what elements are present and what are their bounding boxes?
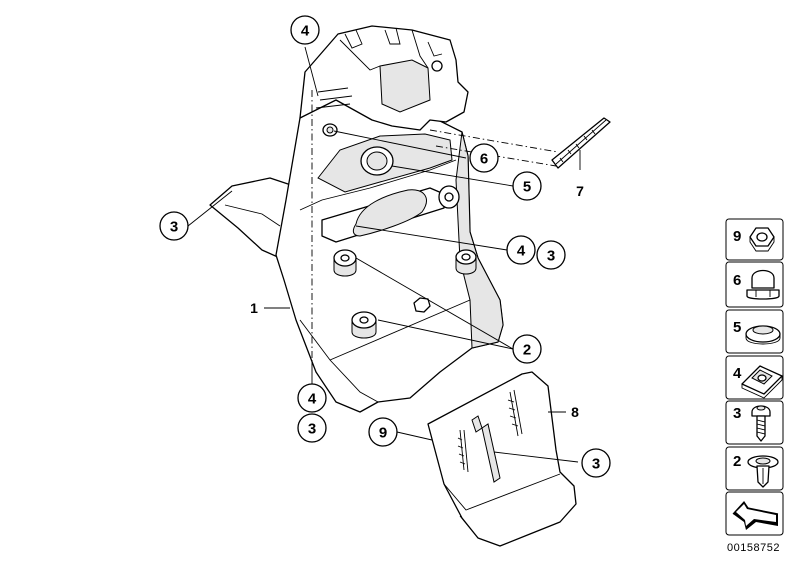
upper-bracket (299, 25, 469, 137)
speed-nut-icon (741, 365, 783, 399)
svg-text:3: 3 (547, 248, 555, 265)
callout-6: 6 (469, 143, 499, 173)
legend-item-9: 9 (725, 218, 784, 261)
svg-text:3: 3 (733, 405, 741, 422)
callout-4-middle: 4 (506, 235, 536, 265)
svg-text:4: 4 (517, 243, 526, 260)
cap-nut-icon (746, 269, 780, 300)
callout-4-bottom: 4 (297, 383, 327, 413)
callout-3-left: 3 (159, 211, 189, 241)
bushing-middle-right (455, 249, 477, 275)
grommet-on-body (360, 146, 394, 176)
bracket-mount-point (322, 123, 338, 137)
lower-extension-part (427, 371, 577, 547)
legend-item-5: 5 (725, 309, 784, 354)
svg-text:5: 5 (523, 179, 531, 196)
svg-text:5: 5 (733, 319, 741, 336)
svg-text:4: 4 (733, 365, 742, 382)
bushing-upper-right (438, 185, 460, 209)
svg-text:6: 6 (733, 272, 741, 289)
legend-item-3: 3 (725, 400, 784, 445)
bushing-lower (351, 311, 377, 339)
callout-5: 5 (512, 171, 542, 201)
grommet-icon (745, 325, 781, 345)
svg-text:6: 6 (480, 151, 488, 168)
svg-text:2: 2 (523, 342, 531, 359)
legend-item-2: 2 (725, 446, 784, 491)
callout-9: 9 (368, 417, 398, 447)
callout-3-middle: 3 (536, 240, 566, 270)
legend-item-6: 6 (725, 261, 784, 308)
legend-arrow-box (725, 491, 784, 536)
svg-text:3: 3 (592, 456, 600, 473)
svg-text:9: 9 (733, 228, 741, 245)
leader-lines (187, 46, 581, 463)
svg-text:3: 3 (170, 219, 178, 236)
legend-item-4: 4 (725, 355, 784, 400)
parts-legend: 9 6 5 (725, 218, 784, 536)
foam-strip-part (551, 117, 611, 169)
svg-text:4: 4 (301, 23, 310, 40)
callout-3-bottom: 3 (297, 413, 327, 443)
expanding-rivet-icon (747, 455, 779, 488)
label-8: 8 (571, 404, 579, 420)
label-7: 7 (576, 183, 584, 199)
svg-text:3: 3 (308, 421, 316, 438)
bushing-middle-left (333, 249, 357, 277)
main-housing-part (209, 95, 504, 413)
document-number: 00158752 (727, 542, 780, 554)
callout-3-right: 3 (581, 448, 611, 478)
direction-arrow-icon (732, 501, 779, 530)
svg-text:4: 4 (308, 391, 317, 408)
nut-on-body (413, 297, 431, 313)
callout-4-top: 4 (290, 15, 320, 45)
callout-2: 2 (512, 334, 542, 364)
svg-text:2: 2 (733, 453, 741, 470)
screw-icon (751, 405, 771, 442)
label-1: 1 (250, 300, 258, 316)
svg-text:9: 9 (379, 425, 387, 442)
nut-icon (749, 227, 775, 252)
